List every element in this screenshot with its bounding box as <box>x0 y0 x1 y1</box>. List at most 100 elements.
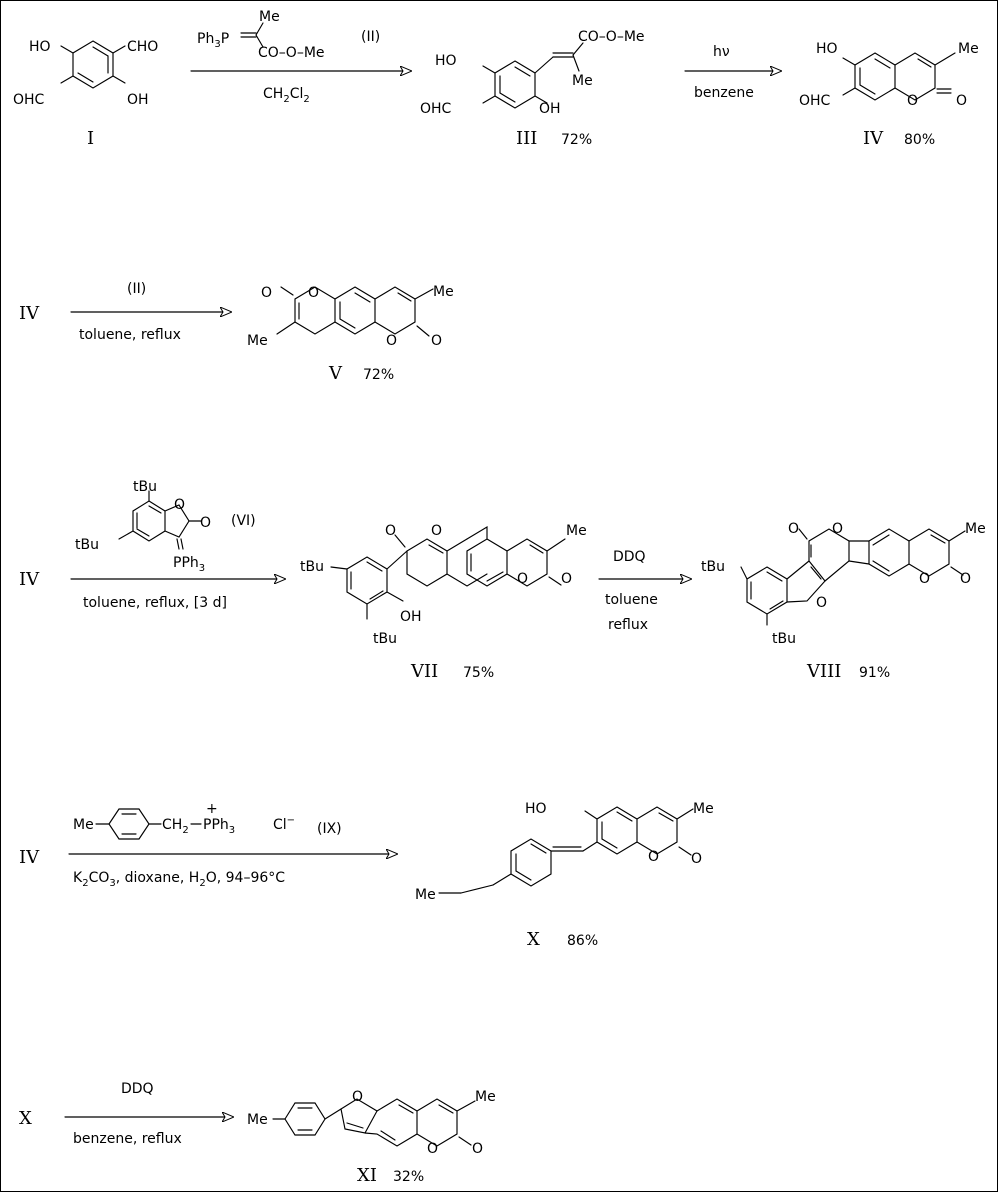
compound-label: VIII <box>806 661 841 682</box>
conditions-label: K2CO3, dioxane, H2O, 94–96°C <box>73 870 285 889</box>
carbonyl-oxygen: O <box>261 285 272 301</box>
reagent-ddq: DDQ <box>613 549 646 565</box>
row-start-label: IV <box>19 303 40 324</box>
tert-butyl-label: tBu <box>300 559 324 575</box>
ylide-label: PPh3 <box>173 555 205 574</box>
carbonyl-oxygen: O <box>788 521 799 537</box>
carbonyl-oxygen: O <box>472 1141 483 1157</box>
reaction-arrow-2: hν benzene <box>684 44 781 101</box>
aldehyde-label: OHC <box>420 101 452 117</box>
ring-oxygen: O <box>308 285 319 301</box>
yield-label: 72% <box>561 132 592 148</box>
reaction-arrow-4: tBu tBu O O PPh3 (VI) toluene, reflux, [… <box>70 479 285 611</box>
row-start-label: IV <box>19 569 40 590</box>
ester-label: CO–O–Me <box>258 45 325 61</box>
methyl-label: Me <box>572 73 593 89</box>
yield-label: 80% <box>904 132 935 148</box>
ring-oxygen: O <box>431 523 442 539</box>
ester-label: CO–O–Me <box>578 29 645 45</box>
carbonyl-oxygen: O <box>561 571 572 587</box>
compound-V: Me Me O O O O V 72% <box>247 284 454 384</box>
compound-VII: tBu tBu OH O O Me O O VII 75% <box>300 523 587 682</box>
carbonyl-oxygen: O <box>431 333 442 349</box>
solvent-label: toluene, reflux, [3 d] <box>83 595 227 611</box>
ring-oxygen: O <box>907 93 918 109</box>
ring-oxygen: O <box>386 333 397 349</box>
charge-plus: + <box>206 801 218 817</box>
tert-butyl-label: tBu <box>75 537 99 553</box>
reagent-ddq: DDQ <box>121 1081 154 1097</box>
compound-label: VII <box>410 661 438 682</box>
hydroxy-label: OH <box>539 101 561 117</box>
hydroxy-label: HO <box>816 41 838 57</box>
compound-label: V <box>328 363 343 384</box>
methyl-label: Me <box>247 333 268 349</box>
ring-oxygen: O <box>517 571 528 587</box>
compound-label: I <box>87 128 94 149</box>
carbonyl-oxygen: O <box>691 851 702 867</box>
yield-label: 72% <box>363 367 394 383</box>
solvent-label: benzene, reflux <box>73 1131 182 1147</box>
furan-oxygen: O <box>352 1089 363 1105</box>
methyl-label: Me <box>965 521 986 537</box>
reagent-hv: hν <box>713 44 730 60</box>
reaction-arrow-6: Me CH2 + PPh3 Cl− (IX) K2CO3, dioxane, H… <box>68 801 397 889</box>
hydroxy-label: HO <box>525 801 547 817</box>
yield-label: 91% <box>859 665 890 681</box>
methyl-label: Me <box>693 801 714 817</box>
chloride-label: Cl− <box>273 815 295 833</box>
compound-label: XI <box>357 1165 377 1186</box>
furan-oxygen: O <box>816 595 827 611</box>
reagent-ph3p: Ph3P <box>197 31 229 50</box>
hydroxy-label: OH <box>400 609 422 625</box>
hydroxy-label: OH <box>127 92 149 108</box>
yield-label: 75% <box>463 665 494 681</box>
aldehyde-label: OHC <box>799 93 831 109</box>
methyl-label: Me <box>475 1089 496 1105</box>
compound-label: X <box>527 929 540 950</box>
reaction-arrow-5: DDQ toluene reflux <box>598 549 691 633</box>
ring-oxygen: O <box>919 571 930 587</box>
carbonyl-oxygen: O <box>385 523 396 539</box>
solvent-label: CH2Cl2 <box>263 86 310 105</box>
ring-oxygen: O <box>648 849 659 865</box>
carbonyl-oxygen: O <box>960 571 971 587</box>
hydroxy-label: HO <box>29 39 51 55</box>
methyl-label: Me <box>958 41 979 57</box>
hydroxy-label: HO <box>435 53 457 69</box>
ring-oxygen: O <box>174 497 185 513</box>
compound-IV: HO OHC Me O O IV 80% <box>799 41 979 149</box>
aldehyde-label: OHC <box>13 92 45 108</box>
reagent-label-IX: (IX) <box>317 821 342 837</box>
ring-oxygen: O <box>832 521 843 537</box>
reaction-arrow-7: DDQ benzene, reflux <box>64 1081 233 1147</box>
row-start-label: X <box>19 1108 32 1129</box>
methyl-label: Me <box>566 523 587 539</box>
compound-VIII: O O Me O O O tBu tBu VIII 91% <box>701 521 986 682</box>
compound-X: HO Me O O Me X 86% <box>415 801 714 950</box>
compound-label: IV <box>863 128 884 149</box>
aldehyde-label: CHO <box>127 39 158 55</box>
compound-XI: Me O Me O O XI 32% <box>247 1089 496 1186</box>
methyl-label: Me <box>415 887 436 903</box>
condition-label: reflux <box>608 617 648 633</box>
compound-I: HO CHO OHC OH I <box>13 39 158 149</box>
methyl-label: Me <box>73 817 94 833</box>
reaction-arrow-1: Ph3P Me CO–O–Me (II) CH2Cl2 <box>190 9 411 105</box>
row-start-label: IV <box>19 847 40 868</box>
compound-label: III <box>516 128 537 149</box>
methylene-label: CH2 <box>162 817 189 836</box>
methyl-label: Me <box>259 9 280 25</box>
reagent-label-II: (II) <box>127 281 146 297</box>
solvent-label: benzene <box>694 85 754 101</box>
reaction-arrow-3: (II) toluene, reflux <box>70 281 231 343</box>
ylide-label: PPh3 <box>203 817 235 836</box>
compound-III: HO OHC OH CO–O–Me Me III 72% <box>420 29 645 149</box>
methyl-label: Me <box>247 1112 268 1128</box>
tert-butyl-label: tBu <box>701 559 725 575</box>
reagent-label-VI: (VI) <box>231 513 256 529</box>
carbonyl-oxygen: O <box>200 515 211 531</box>
carbonyl-oxygen: O <box>956 93 967 109</box>
